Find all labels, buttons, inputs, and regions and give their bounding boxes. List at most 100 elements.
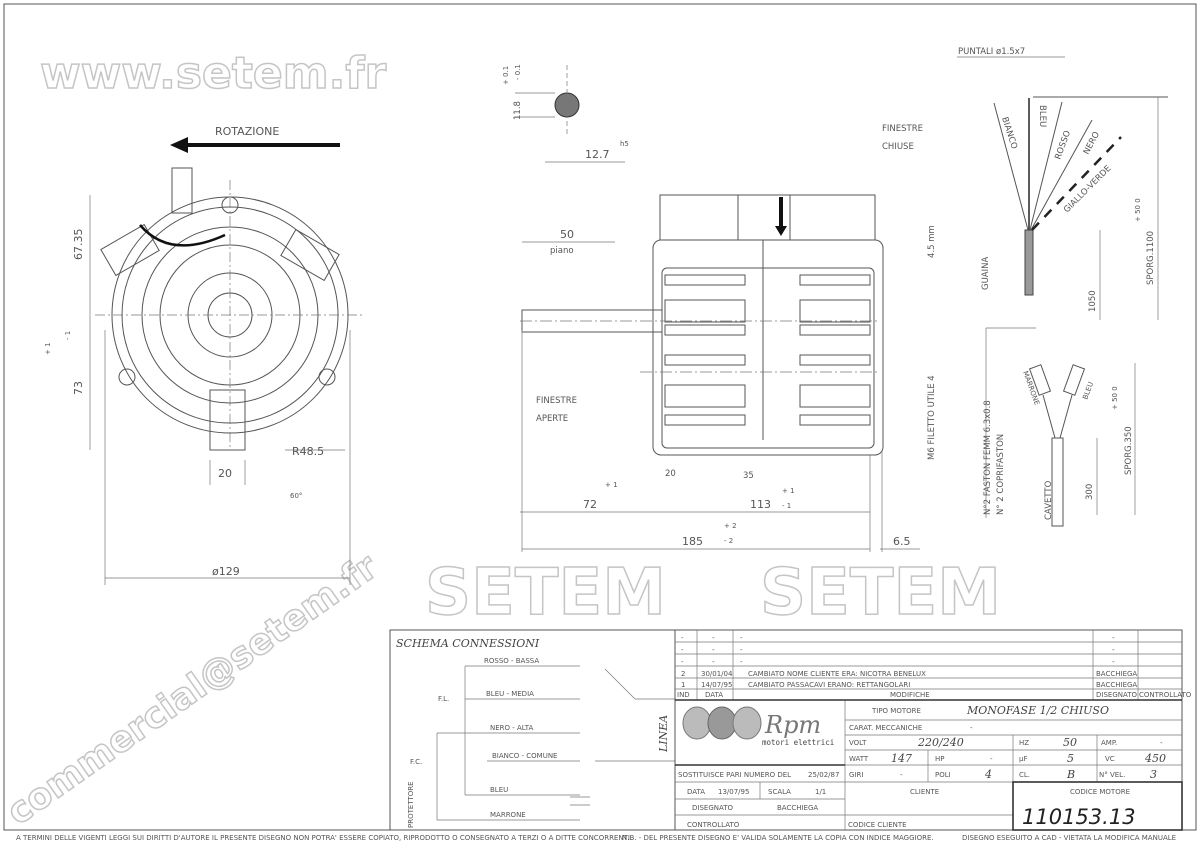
footer-notes: A TERMINI DELLE VIGENTI LEGGI SUI DIRITT… [16,834,1176,842]
revisions-rows-2-desc: - [740,658,743,666]
dim-67-35: 67.35 [72,229,85,261]
dim-tab: 20 [218,467,232,480]
info-scala: 1/1 [815,788,826,796]
class-value: B [1066,768,1075,781]
front-view: ROTAZIONE 67.35 73 + 1 - 1 R48.5 20 60° … [44,125,365,585]
windows-closed-1: FINESTRE [882,124,923,134]
plane-label: piano [550,246,574,256]
shaft-fit: h5 [620,140,629,148]
watermark: www.setem.fr SETEM SETEM commercial@sete… [0,47,1002,834]
len-sporg-350: SPORG.350 [1124,426,1134,475]
revisions-headers-ctrl: CONTROLLATO [1139,691,1192,699]
info-cliente-label: CLIENTE [910,788,939,796]
dim-113-tol-minus: - 1 [782,502,791,510]
flat-tol-minus: - 0.1 [514,64,522,80]
watermark-email: commercial@setem.fr [0,546,385,833]
capacitor-leads: N°2 FASTON FEMM 6.3x0.8 N° 2 COPRIFASTON… [983,327,1136,527]
specs-hp: - [990,755,993,763]
specs-volt-label: VOLT [849,739,867,747]
cable-label: CAVETTO [1044,480,1054,520]
specs-amp-label: AMP. [1101,739,1117,747]
revisions-rows-1-dis: - [1112,646,1115,654]
title-block [674,629,1183,831]
windows-open-2: APERTE [536,414,568,424]
connection-schema: SCHEMA CONNESSIONI ROSSO - BASSA BLEU - … [389,629,676,831]
rotation-label: ROTAZIONE [215,125,279,138]
specs-cl-label: CL. [1019,771,1030,779]
revisions-rows-3-desc: CAMBIATO NOME CLIENTE ERA: NICOTRA BENEL… [748,670,926,678]
revisions-headers-data: DATA [705,691,723,699]
footer-cad: DISEGNO ESEGUITO A CAD - VIETATA LA MODI… [962,834,1176,842]
windows-closed-2: CHIUSE [882,142,914,152]
shaft-diameter: 12.7 [585,148,610,161]
specs-hz-label: HZ [1019,739,1029,747]
wire-nero: NERO [1082,130,1102,156]
logo-sub: motori elettrici [762,738,834,747]
line-nero-alta: NERO - ALTA [490,724,533,732]
dim-angle: 60° [290,492,302,500]
dim-72-tol: + 1 [605,481,618,489]
sheath-label: GUAINA [981,257,991,290]
dim-35: 35 [743,471,754,481]
revisions-rows-1-desc: - [740,646,743,654]
revision-row: ---- [681,646,1115,654]
footer-note: N.B. - DEL PRESENTE DISEGNO E' VALIDA SO… [622,834,934,842]
thread-label: M6 FILETTO UTILE 4 [927,375,937,460]
line-marrone: MARRONE [490,811,526,819]
line-rosso-bassa: ROSSO - BASSA [484,657,539,665]
watermark-setem-1: SETEM [425,556,666,630]
info-codcli-label: CODICE CLIENTE [848,821,907,829]
lead-wire [139,224,226,247]
dim-6-5: 6.5 [893,535,911,548]
specs-carat: - [970,724,973,732]
specs-hp-label: HP [935,755,945,763]
info-scala-label: SCALA [768,788,791,796]
revisions-rows-1-ind: - [681,646,684,654]
revisions-headers-ind: IND [677,691,690,699]
len-350-tol: + 50 0 [1111,386,1119,410]
tips-label: PUNTALI ø1.5x7 [958,47,1025,57]
info-data: 13/07/95 [718,788,749,796]
specs-uf-label: µF [1019,755,1027,763]
fc-label: F.C. [410,758,422,766]
dim-72: 72 [583,498,597,511]
linea-label: LINEA [657,715,670,753]
specs-giri: - [900,771,903,779]
revisions-rows-0-ind: - [681,634,684,642]
side-view: 50 piano FINESTRE CHIUSE FINESTRE APERTE… [520,124,937,552]
thread-dim: 4.5 mm [927,225,937,258]
rotation-arrow-head [170,137,188,153]
revisions-headers-dis: DISEGNATO [1096,691,1138,699]
flat-dim: 11.8 [513,101,523,120]
footer-copyright: A TERMINI DELLE VIGENTI LEGGI SUI DIRITT… [16,834,632,842]
windows-open-1: FINESTRE [536,396,577,406]
specs-amp: - [1160,739,1163,747]
info-data-label: DATA [687,788,705,796]
watt-value: 147 [891,752,912,765]
revisions-rows-4-dis: BACCHIEGA [1096,681,1137,689]
revisions-rows-4-data: 14/07/95 [701,681,732,689]
dim-diameter: ø129 [212,565,240,578]
motor-type: MONOFASE 1/2 CHIUSO [966,704,1109,717]
revisions-rows-4-desc: CAMBIATO PASSACAVI ERANO: RETTANGOLARI [748,681,910,689]
info-dis: BACCHIEGA [777,804,818,812]
len-1050: 1050 [1088,290,1098,312]
len-sporg-1100: SPORG.1100 [1146,231,1156,285]
revisions-rows-1-data: - [712,646,715,654]
lead-wires: PUNTALI ø1.5x7 BIANCO BLEU ROSSO NERO GI… [957,47,1168,320]
fl-label: F.L. [438,695,449,703]
wire-bleu-cap: BLEU [1081,381,1095,401]
dim-185-tol-minus: - 2 [724,537,733,545]
shaft-detail: 11.8 + 0.1 - 0.1 12.7 h5 [502,64,629,163]
dim-113-tol-plus: + 1 [782,487,795,495]
specs-poli-label: POLI [935,771,951,779]
uf-value: 5 [1067,752,1074,765]
line-bianco-comune: BIANCO - COMUNE [492,752,558,760]
speeds-value: 3 [1150,768,1157,781]
specs-vel-label: N° VEL. [1099,771,1125,779]
wire-bleu: BLEU [1037,105,1047,127]
watermark-setem-2: SETEM [760,556,1001,630]
wire-rosso: ROSSO [1053,129,1073,161]
